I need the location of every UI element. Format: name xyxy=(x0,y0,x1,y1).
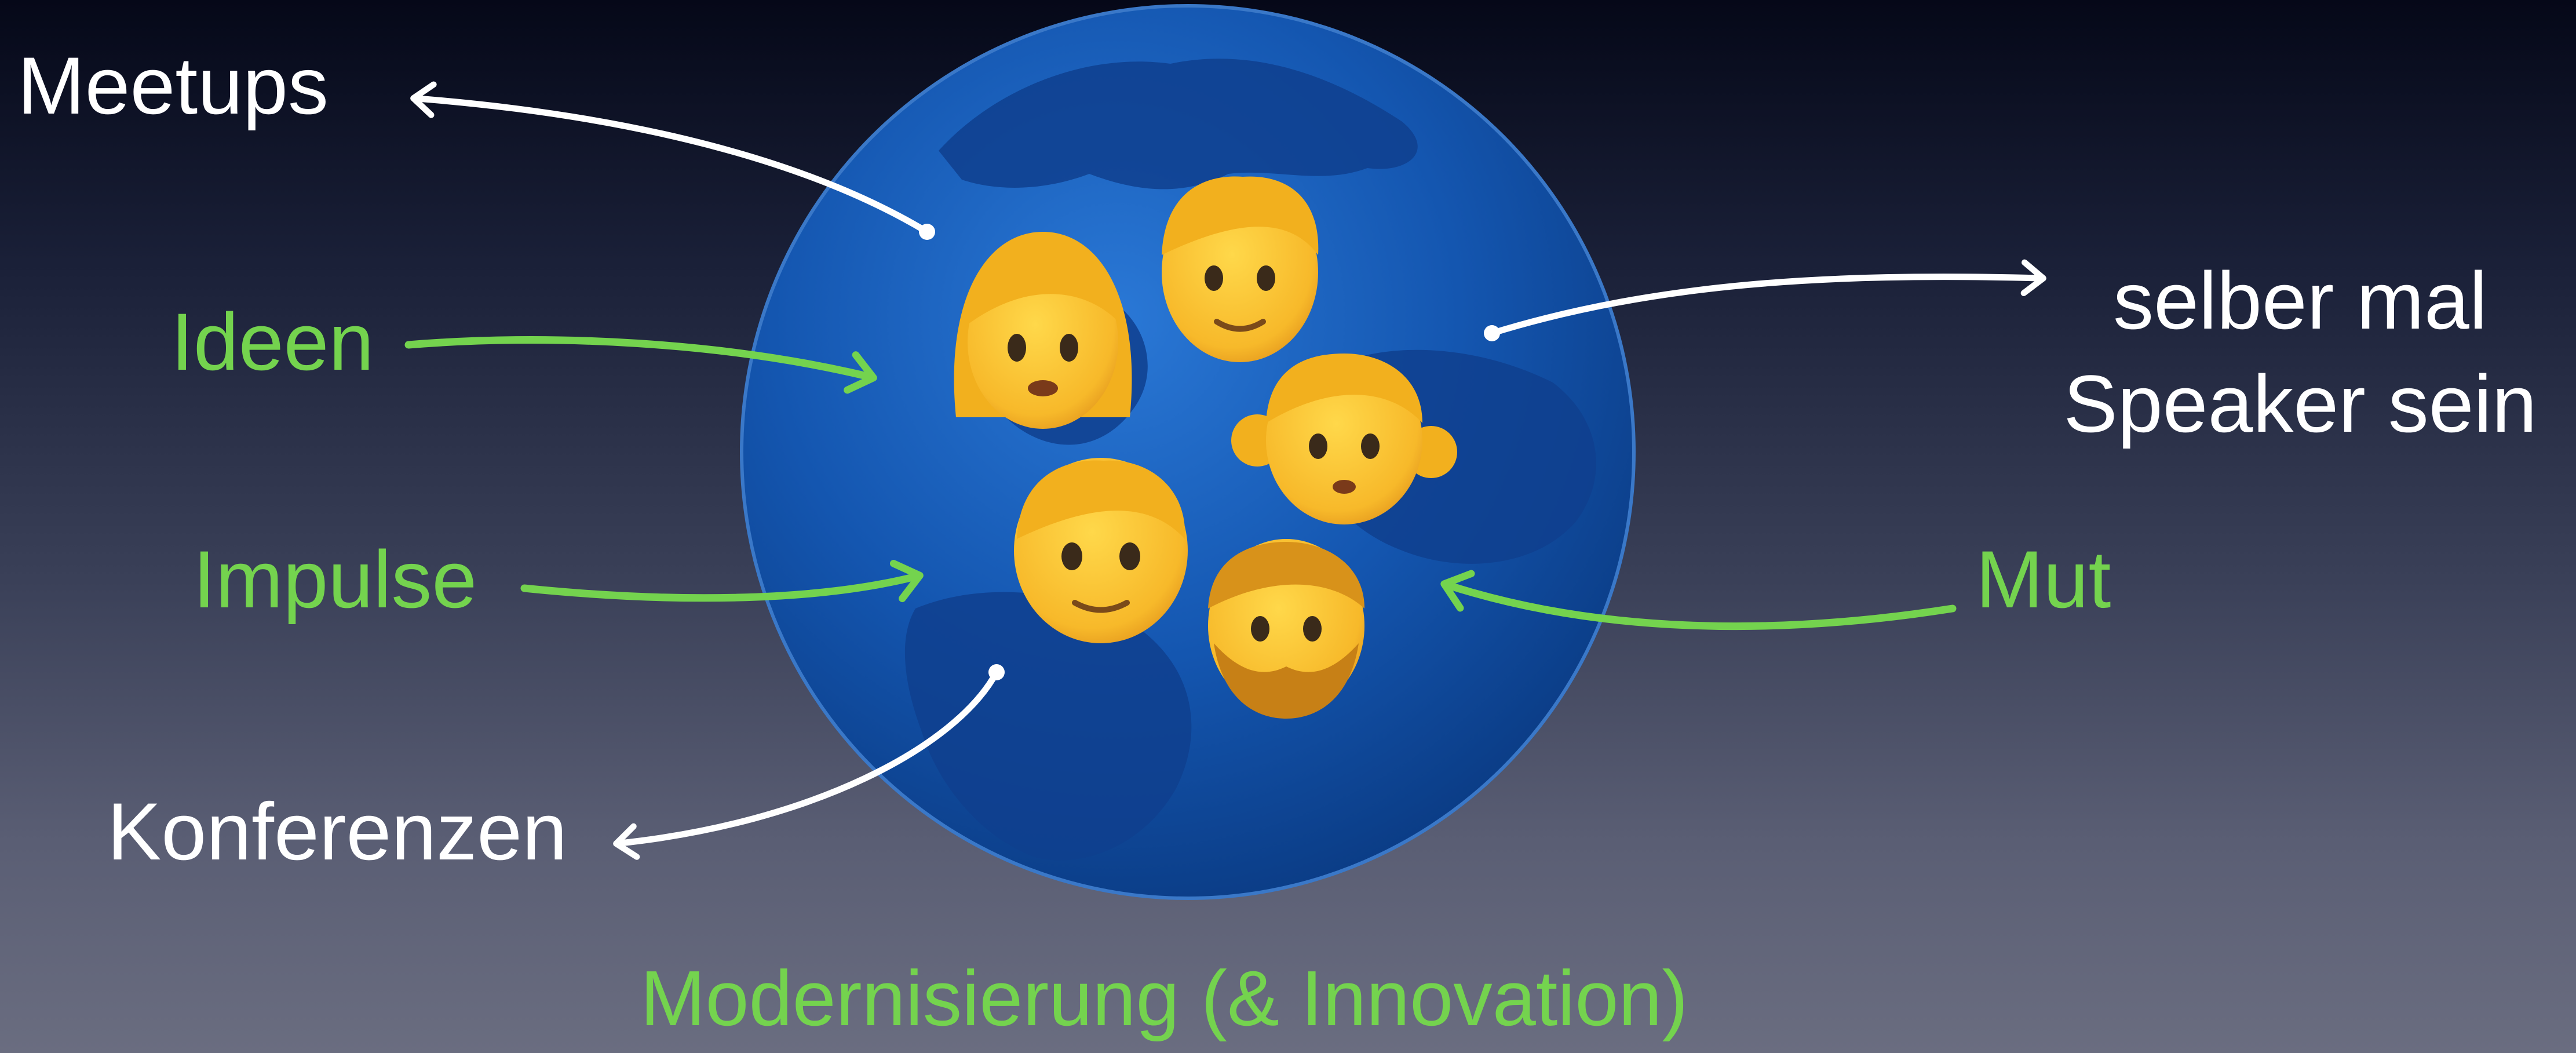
label-meetups: Meetups xyxy=(17,40,329,131)
arrow-impulse xyxy=(520,560,924,603)
girl-face-icon xyxy=(1231,354,1457,524)
arrow-speaker-origin xyxy=(1484,325,1500,341)
label-speaker-line1: selber mal xyxy=(2113,255,2487,346)
bearded-person-face-icon xyxy=(1208,539,1364,719)
arrow-konferenzen-origin xyxy=(988,664,1005,680)
man-face-icon xyxy=(1162,176,1319,362)
label-speaker: selber mal Speaker sein xyxy=(2051,249,2549,456)
label-bottom-caption: Modernisierung (& Innovation) xyxy=(640,954,1688,1042)
label-ideen: Ideen xyxy=(171,296,374,387)
label-mut: Mut xyxy=(1976,534,2111,625)
land-africa xyxy=(904,592,1192,861)
arrow-konferenzen xyxy=(613,669,1000,860)
label-konferenzen: Konferenzen xyxy=(107,786,567,877)
arrow-speaker xyxy=(1488,259,2046,337)
arrow-meetups xyxy=(410,81,931,235)
arrow-mut xyxy=(1440,570,1957,631)
arrow-ideen xyxy=(404,336,877,394)
label-impulse: Impulse xyxy=(193,534,477,625)
label-speaker-line2: Speaker sein xyxy=(2063,358,2537,449)
woman-face-icon xyxy=(954,232,1132,429)
land-north xyxy=(939,59,1418,190)
arrow-meetups-origin xyxy=(919,224,935,240)
boy-face-icon xyxy=(1014,458,1188,643)
globe-icon xyxy=(740,4,1636,900)
